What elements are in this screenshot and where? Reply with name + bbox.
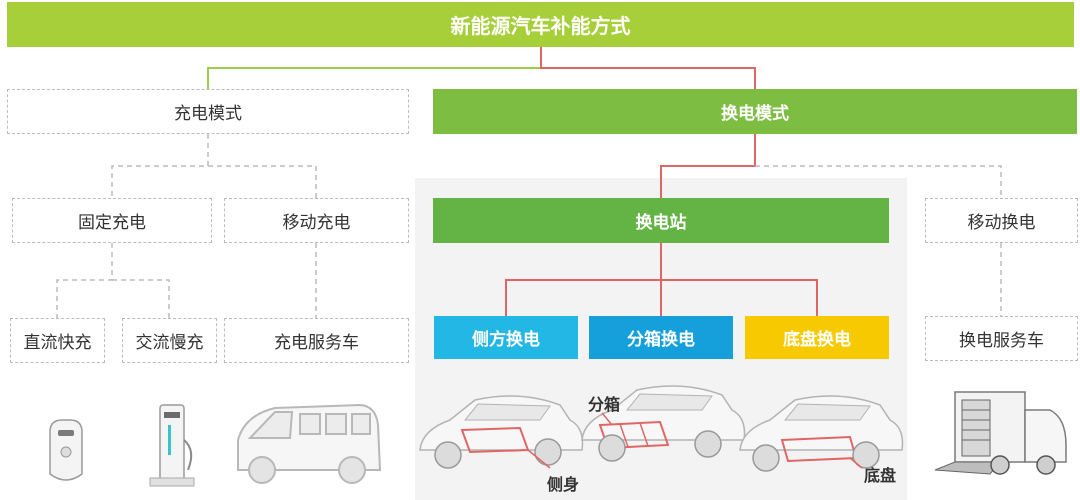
mobile-swap-box: 移动换电 [925,198,1078,243]
side-swap-car-image [419,395,584,469]
swap-service-vehicle-box: 换电服务车 [925,316,1078,361]
swap-truck-image [934,391,1067,475]
chassis-swap-box: 底盘换电 [745,316,889,359]
box-swap-car-image [581,385,746,462]
line-charging-mobile [208,165,317,198]
mobile-charging-box: 移动充电 [224,198,409,243]
ac-slow-box: 交流慢充 [122,318,217,363]
line-title-swap [540,47,756,89]
floor-charger-image [149,404,195,487]
caption-chassis: 底盘 [864,466,897,485]
wall-charger-image [49,419,83,481]
line-swap-mobile [755,165,1002,198]
charging-mode-box: 充电模式 [7,89,409,134]
chassis-swap-car-image [739,395,904,472]
charging-service-vehicle-box: 充电服务车 [224,318,409,363]
swap-mode-box: 换电模式 [433,89,1077,134]
caption-box: 分箱 [588,395,621,414]
line-fixed-ac [112,279,170,318]
page-title: 新能源汽车补能方式 [7,2,1074,47]
side-swap-box: 侧方换电 [434,316,578,359]
fixed-charging-box: 固定充电 [12,198,212,243]
caption-side: 侧身 [547,475,580,494]
line-fixed-dc [56,243,113,318]
line-charging-fixed [111,134,209,198]
charging-van-image [237,403,382,484]
line-swap-station [660,134,756,198]
box-swap-box: 分箱换电 [589,316,733,359]
swap-station-box: 换电站 [433,198,889,243]
dc-fast-box: 直流快充 [10,318,105,363]
